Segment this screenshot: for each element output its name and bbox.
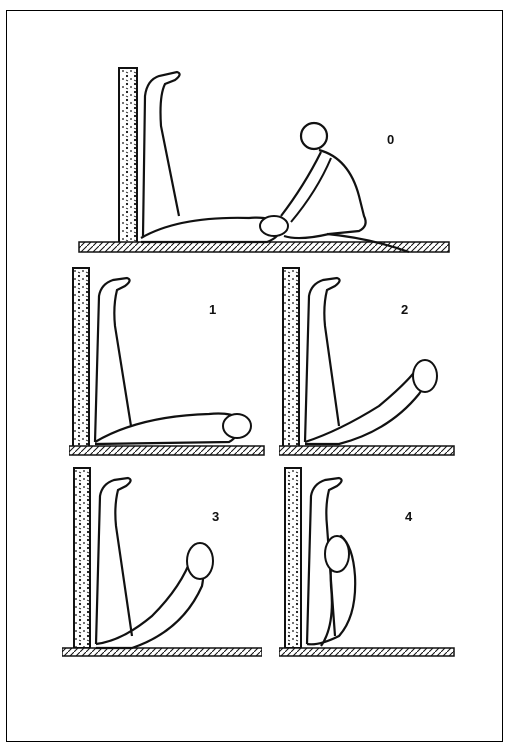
wall [119, 68, 137, 244]
patient-legs [143, 72, 180, 236]
panel-4: 4 [279, 466, 459, 666]
panel-3-label: 3 [212, 509, 219, 524]
panel-0: 0 [69, 66, 459, 266]
panel-0-drawing: 0 [69, 66, 459, 266]
panel-3-drawing: 3 [62, 466, 262, 666]
panel-3: 3 [62, 466, 262, 666]
panel-2: 2 [279, 266, 459, 461]
panel-2-label: 2 [401, 302, 408, 317]
panel-0-label: 0 [387, 132, 394, 147]
panel-1-label: 1 [209, 302, 216, 317]
assistant-arm [281, 152, 321, 216]
figure-frame: 0 1 2 3 [6, 10, 503, 742]
patient-head [260, 216, 288, 236]
panel-2-drawing: 2 [279, 266, 459, 461]
assistant-arm-2 [291, 158, 331, 222]
panel-4-label: 4 [405, 509, 413, 524]
assistant-head [301, 123, 327, 149]
panel-1-drawing: 1 [69, 266, 269, 461]
panel-1: 1 [69, 266, 269, 461]
panel-4-drawing: 4 [279, 466, 459, 666]
patient-torso [141, 218, 280, 242]
